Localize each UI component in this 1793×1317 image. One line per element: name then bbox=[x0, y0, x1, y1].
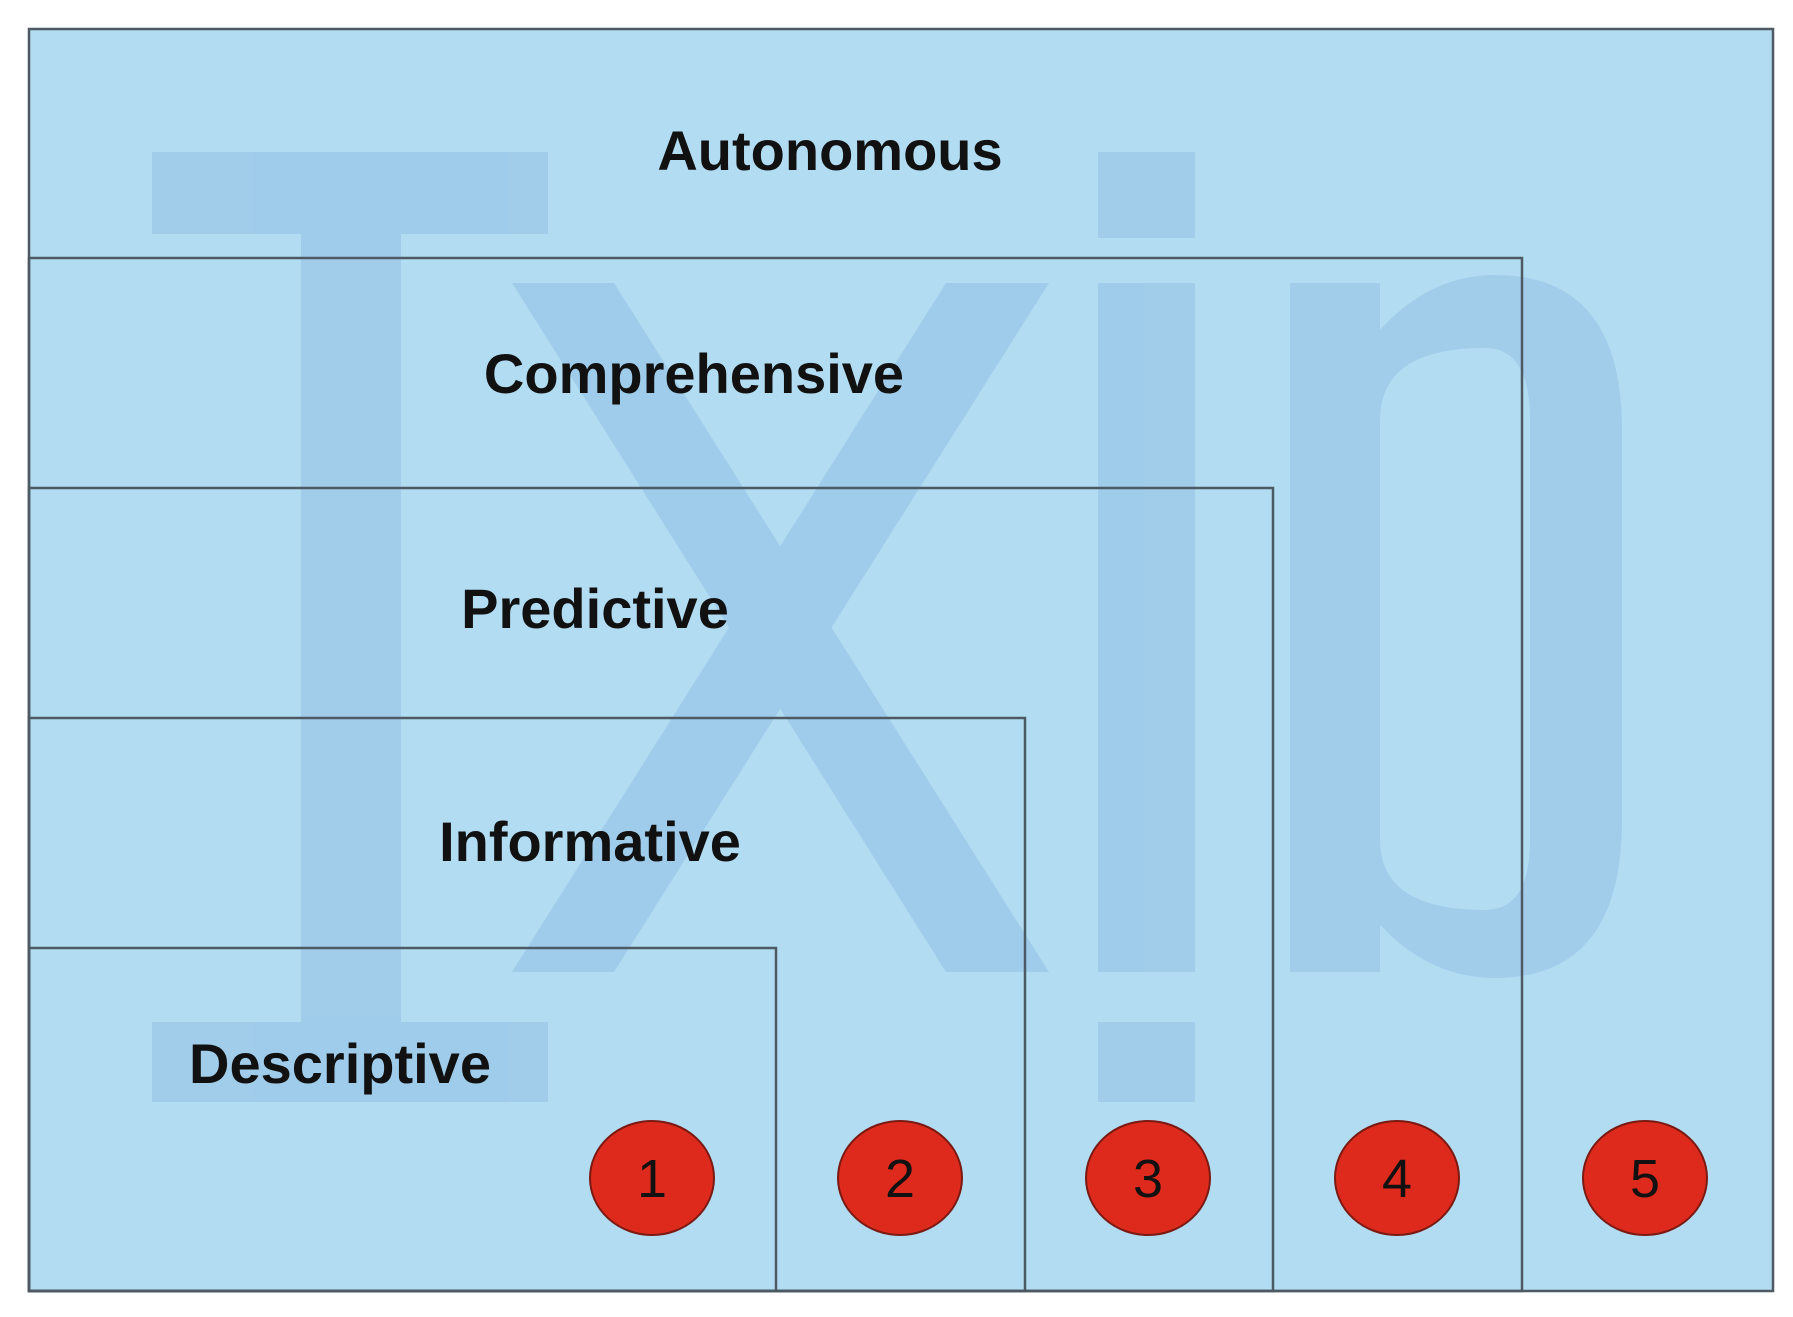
level-label-predictive: Predictive bbox=[461, 577, 729, 640]
svg-text:3: 3 bbox=[1133, 1149, 1163, 1209]
svg-text:2: 2 bbox=[885, 1149, 915, 1209]
svg-text:4: 4 bbox=[1382, 1149, 1412, 1209]
level-label-informative: Informative bbox=[439, 810, 741, 873]
badge-5: 5 bbox=[1582, 1120, 1708, 1236]
badge-2: 2 bbox=[837, 1120, 963, 1236]
level-label-comprehensive: Comprehensive bbox=[484, 342, 904, 405]
watermark-logo bbox=[152, 152, 1622, 1102]
badge-3: 3 bbox=[1085, 1120, 1211, 1236]
badge-4: 4 bbox=[1334, 1120, 1460, 1236]
badge-1: 1 bbox=[589, 1120, 715, 1236]
svg-text:5: 5 bbox=[1630, 1149, 1660, 1209]
level-label-descriptive: Descriptive bbox=[189, 1032, 491, 1095]
svg-text:1: 1 bbox=[637, 1149, 667, 1209]
level-box-descriptive bbox=[27, 946, 778, 1293]
level-label-autonomous: Autonomous bbox=[657, 119, 1002, 182]
